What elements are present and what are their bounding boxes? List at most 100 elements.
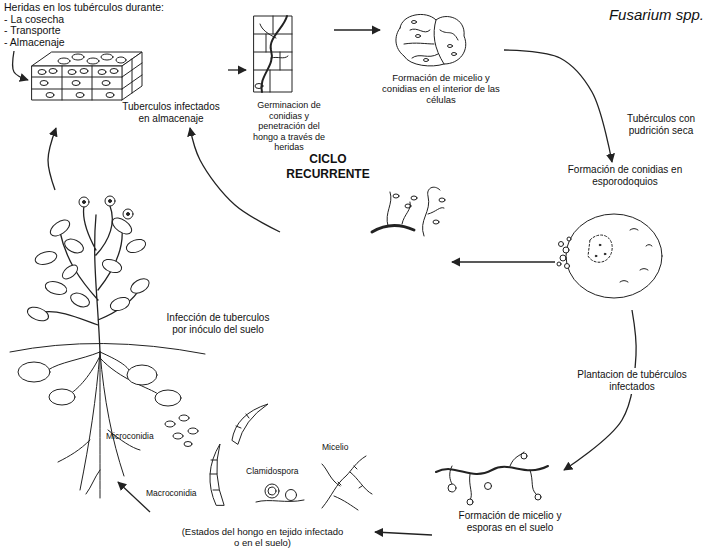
crate-stack — [110, 69, 118, 74]
fungal-structures — [338, 466, 362, 488]
potato-plant — [48, 352, 158, 394]
fungal-structures — [256, 500, 304, 502]
potato-plant — [26, 305, 51, 324]
crate-stack — [87, 58, 99, 64]
potato-plant — [83, 201, 86, 204]
crate-stack — [46, 93, 54, 98]
stage-node: Tuberculos infectados en almacenaje — [28, 52, 228, 128]
stage-node: CICLO RECURRENTE — [280, 148, 452, 270]
crate-stack — [101, 54, 113, 60]
potato-plant — [109, 295, 132, 313]
fungal-structures — [173, 433, 183, 439]
potato-plant — [127, 365, 157, 385]
crate-stack — [72, 54, 84, 60]
stage-node: Germinacion de conidias y penetración de… — [246, 12, 334, 155]
infected-tuber — [557, 214, 662, 298]
germinating-conidia — [393, 194, 399, 198]
part-label-box: Micelio — [322, 442, 348, 452]
part-label: Clamidospora — [246, 466, 298, 476]
fungal-structures — [232, 404, 268, 444]
stage-caption: (Estados del hongo en tejido infectado o… — [180, 527, 345, 548]
crate-stack — [102, 81, 110, 86]
crate-stack — [80, 69, 88, 74]
crate-stack — [68, 70, 76, 75]
stage-caption: Tuberculos infectados en almacenaje — [116, 101, 226, 125]
stage-node: Formación de micelio y esporas en el sue… — [432, 452, 564, 547]
crate-stack — [49, 69, 57, 74]
stage-node: Heridas en los tubérculos durante:- La c… — [4, 2, 172, 51]
cell-mycelium — [424, 59, 429, 62]
potato-plant — [34, 249, 58, 266]
part-label-box: Clamidospora — [246, 466, 298, 476]
connector-group — [13, 30, 636, 535]
crate-stack — [62, 59, 132, 100]
stage-node: Formación de micelio y conidias en el in… — [380, 10, 504, 118]
germinating-conidia — [433, 220, 439, 224]
soil-mycelium — [450, 452, 536, 500]
potato-plant — [125, 237, 148, 255]
arrow-label: Plantacion de tubérculos infectados — [574, 368, 690, 394]
crate-stack — [116, 57, 126, 63]
infected-tuber — [563, 247, 569, 253]
cell-mycelium — [410, 29, 458, 58]
stage-caption: Heridas en los tubérculos durante: — [4, 2, 164, 14]
potato-plant — [48, 217, 73, 239]
crate-stack — [40, 81, 48, 86]
cycle-arrow — [190, 128, 280, 232]
germinating-conidia — [439, 198, 445, 202]
crate-stack — [32, 66, 122, 100]
infected-tuber — [567, 237, 571, 241]
stage-caption: Formación de micelio y esporas en el sue… — [458, 510, 562, 534]
soil-mycelium — [535, 494, 541, 500]
infected-tuber — [557, 262, 561, 266]
infected-tuber — [559, 242, 564, 247]
potato-plant — [62, 236, 85, 255]
fungal-structures — [184, 442, 192, 447]
germ-tube-in-tissue — [261, 16, 287, 92]
germ-tube-in-tissue — [254, 16, 292, 92]
fungal-structures — [210, 460, 219, 490]
stage-caption: - Transporte — [4, 25, 61, 37]
part-label-box: Macroconidia — [146, 488, 197, 498]
germ-tube-in-tissue — [260, 24, 288, 58]
crate-stack — [98, 70, 106, 75]
part-label: Microconidia — [106, 431, 154, 441]
cell-mycelium — [448, 45, 453, 48]
germinating-conidia — [422, 187, 440, 236]
germ-tube-in-tissue — [255, 84, 263, 89]
germinating-conidia — [387, 192, 391, 226]
potato-plant — [49, 389, 75, 405]
arrow-label-box: Plantacion de tubérculos infectados — [574, 368, 690, 394]
arrow-label-box: Tubérculos con pudrición seca — [618, 112, 704, 138]
potato-plant — [10, 196, 205, 498]
fungal-structures — [265, 484, 279, 498]
infected-tuber — [604, 253, 606, 255]
cell-mycelium — [412, 21, 417, 24]
germ-tube-in-tissue — [254, 16, 292, 92]
stage-caption: - Almacenaje — [4, 37, 65, 49]
crate-stack — [38, 70, 46, 75]
potato-plant — [68, 290, 91, 309]
potato-plant — [18, 362, 50, 382]
fungal-structures — [188, 428, 198, 434]
infected-tuber — [599, 244, 601, 246]
cycle-arrow — [334, 29, 380, 30]
stage-caption: Infección de tuberculos por inóculo del … — [162, 312, 274, 336]
crate-stack — [32, 63, 142, 89]
germinating-conidia — [428, 208, 444, 214]
crate-stack — [76, 93, 84, 98]
fungal-structures — [322, 456, 372, 510]
fungal-structures — [236, 414, 249, 428]
stage-caption: Formación de conidias en esporodoquios — [555, 164, 695, 188]
potato-plant — [58, 352, 140, 498]
infected-tuber — [620, 229, 652, 283]
germinating-conidia — [411, 196, 417, 200]
germinating-conidia — [372, 187, 445, 236]
infected-tuber — [565, 264, 570, 269]
part-label: Micelio — [322, 442, 348, 452]
infected-tuber — [560, 255, 566, 261]
potato-plant — [44, 206, 140, 352]
potato-plant — [155, 390, 181, 406]
cell-mycelium — [404, 20, 444, 64]
